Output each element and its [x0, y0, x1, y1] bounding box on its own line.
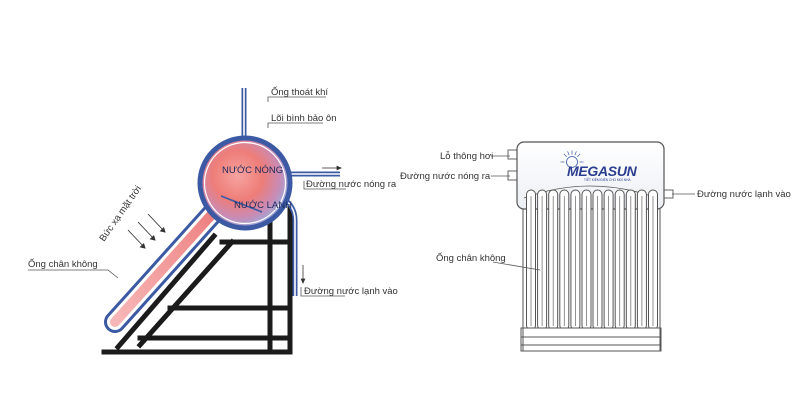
cold-water-in-label: Đường nước lạnh vào: [304, 286, 398, 297]
support-frame: [101, 203, 293, 355]
storage-tank: [197, 135, 293, 231]
flow-arrows: [300, 165, 342, 284]
sun-icon: [560, 150, 584, 168]
left-leader-lines: [28, 96, 346, 297]
tank-core-label: Lõi bình bảo ôn: [271, 113, 337, 124]
left-diagram: NƯỚC NÓNG NƯỚC LẠNH Bức xạ mặt trời Ống …: [28, 86, 398, 355]
right-leader-lines: [491, 155, 695, 271]
cold-water-inside-label: NƯỚC LẠNH: [234, 200, 292, 211]
sun-rays-arrows: [127, 213, 166, 249]
brand-tagline: TIẾT KIỆM ĐIỆN CHO MỌI NHÀ: [584, 177, 631, 182]
hot-water-out-label: Đường nước nóng ra: [306, 179, 397, 190]
vent-label: Lỗ thông hơi: [440, 151, 493, 162]
solar-radiation-label: Bức xạ mặt trời: [97, 184, 144, 244]
right-diagram: MEGASUN TIẾT KIỆM ĐIỆN CHO MỌI NHÀ Lỗ th…: [400, 141, 791, 352]
hot-water-inside-label: NƯỚC NÓNG: [222, 165, 283, 176]
vacuum-tube-label-right: Ống chân không: [436, 252, 506, 264]
bottom-rack: [520, 209, 662, 352]
exhaust-pipe-label: Ống thoát khí: [271, 86, 328, 98]
hot-water-out-label-right: Đường nước nóng ra: [400, 171, 491, 182]
cold-water-in-label-right: Đường nước lạnh vào: [697, 189, 791, 200]
brand-logo: MEGASUN TIẾT KIỆM ĐIỆN CHO MỌI NHÀ: [560, 150, 638, 182]
vacuum-tube-label-left: Ống chân không: [28, 258, 98, 270]
vacuum-tubes-right: [526, 189, 658, 331]
brand-name: MEGASUN: [567, 163, 638, 179]
